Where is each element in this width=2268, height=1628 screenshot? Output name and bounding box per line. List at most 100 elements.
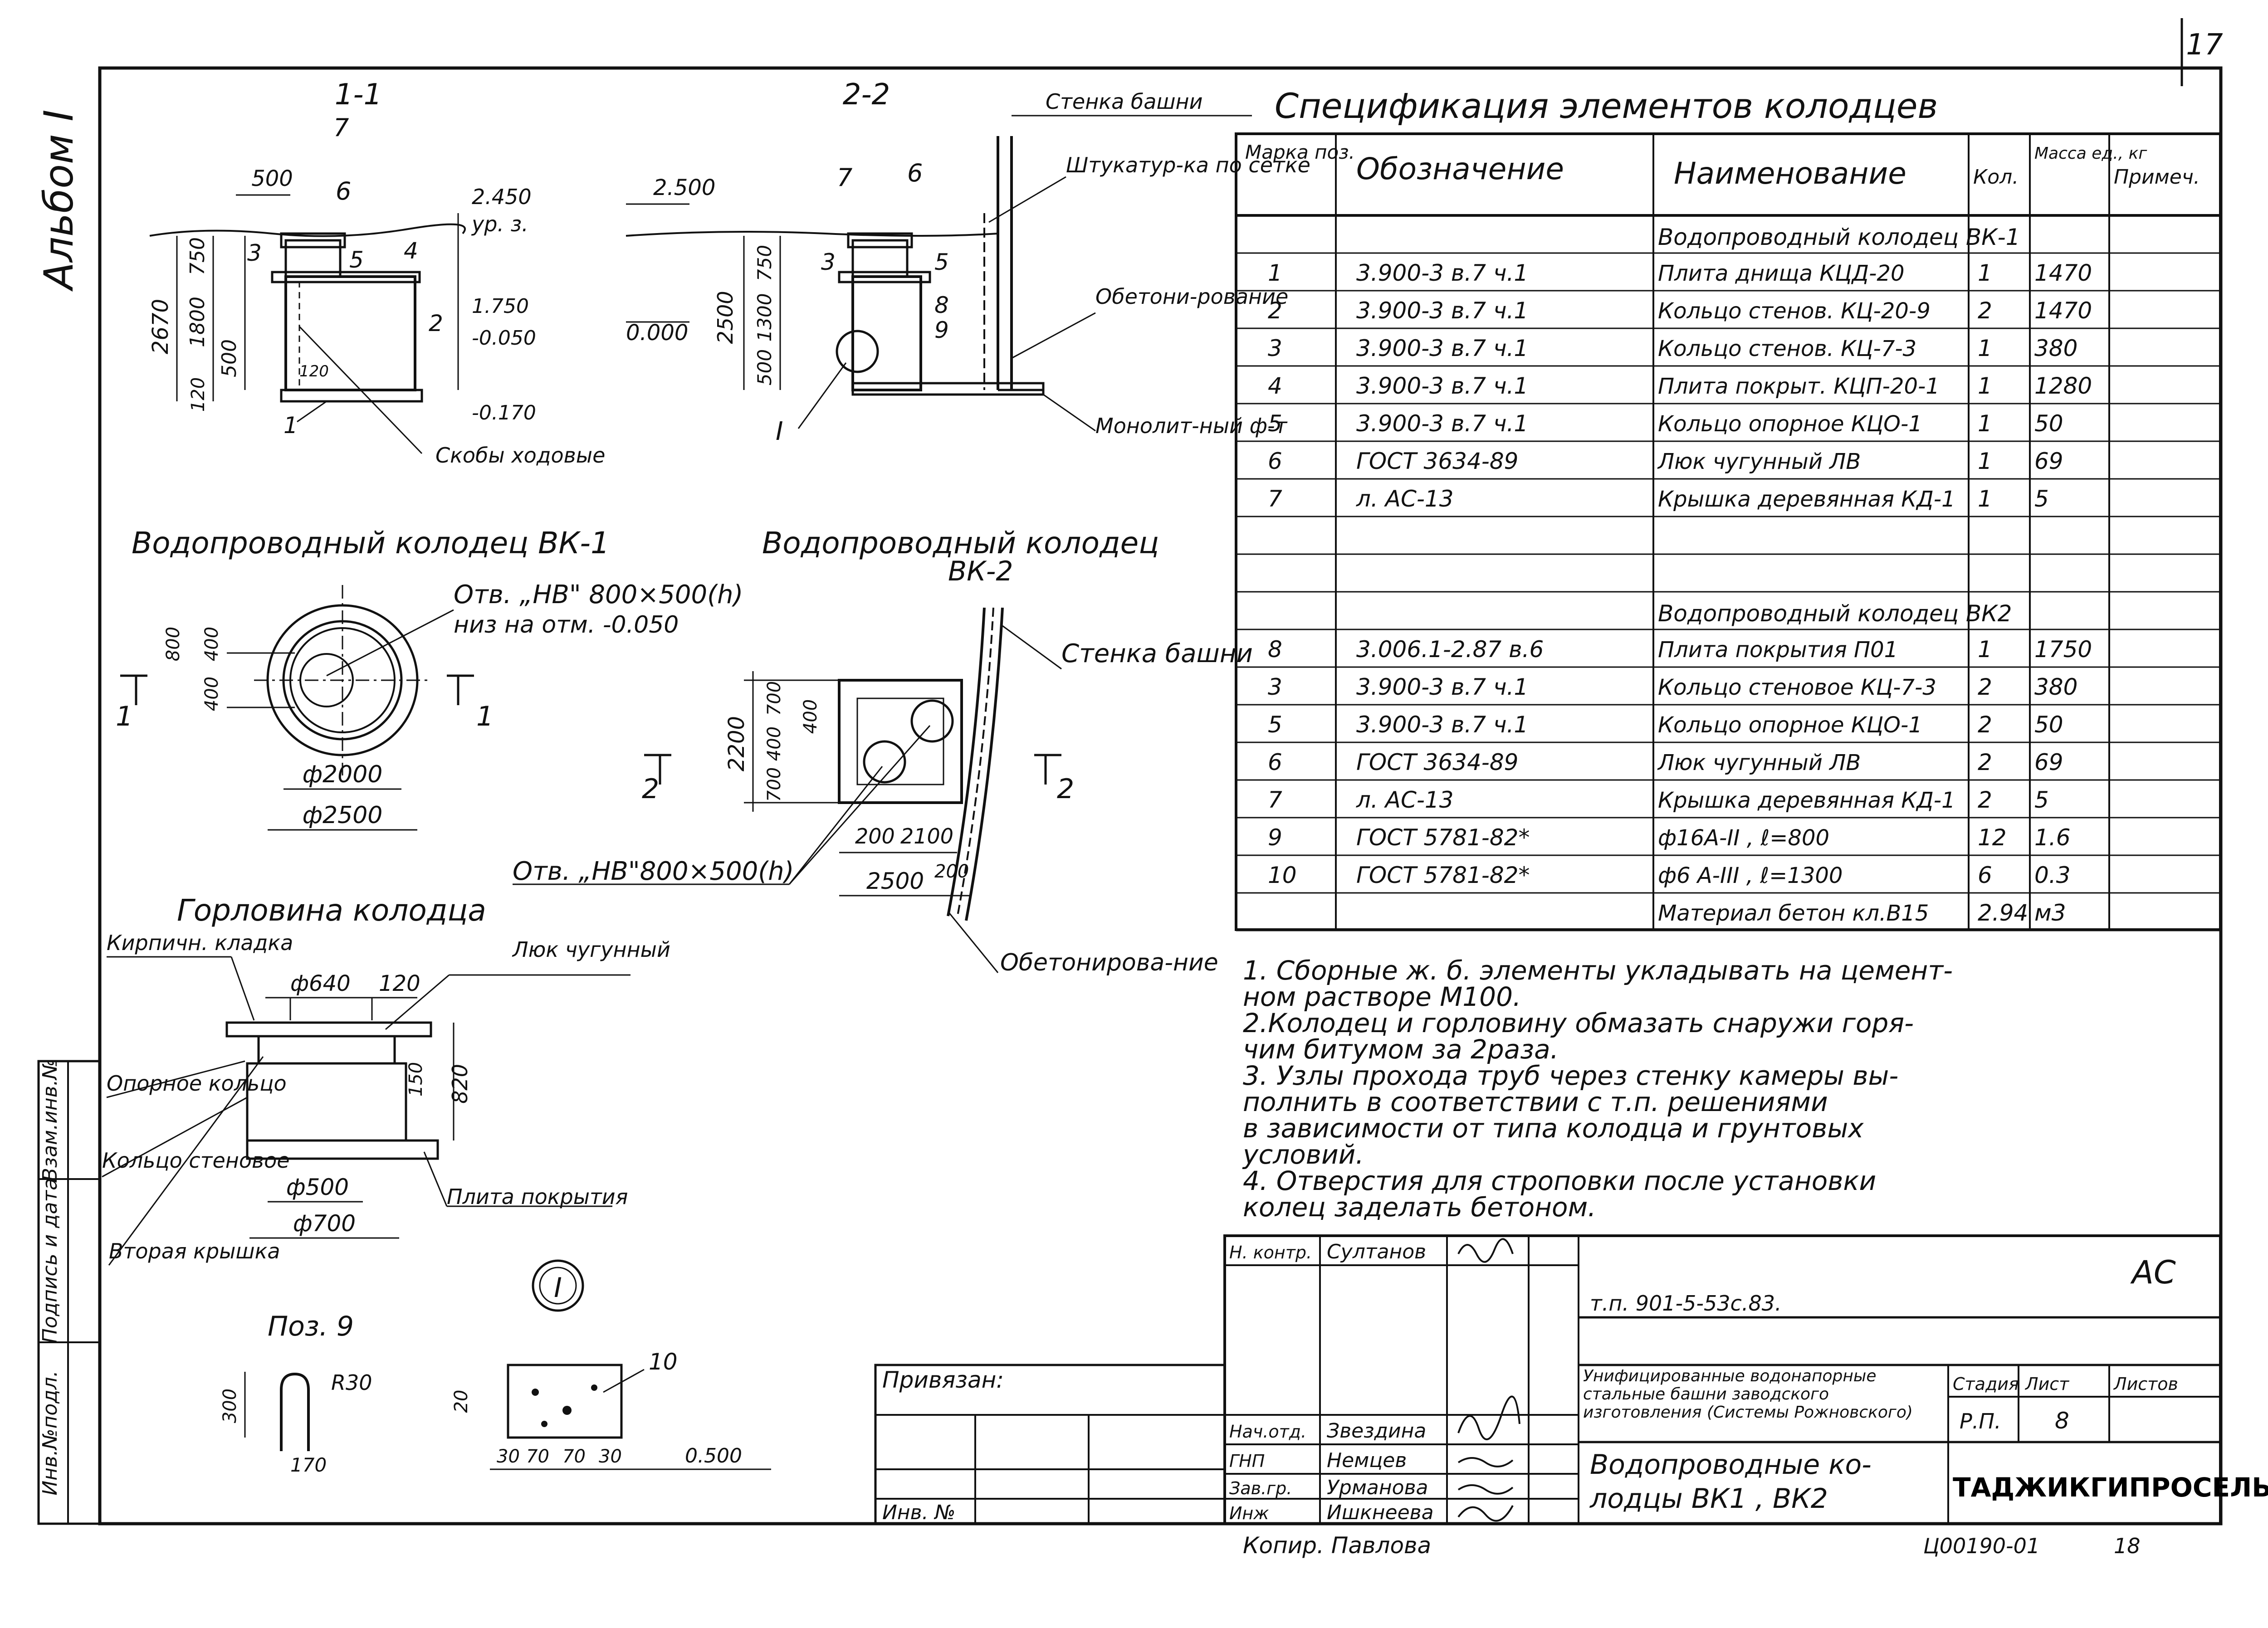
drawing-title-1: Водопроводные ко- bbox=[1590, 1449, 1872, 1481]
svg-text:2.450: 2.450 bbox=[472, 185, 532, 209]
svg-text:Кольцо стеновое: Кольцо стеновое bbox=[102, 1148, 290, 1173]
svg-text:30: 30 bbox=[599, 1446, 622, 1467]
title-block: Привязан: Инв. № Н. контр. Султанов Нач.… bbox=[874, 1234, 2268, 1559]
svg-text:Ишкнеева: Ишкнеева bbox=[1327, 1501, 1434, 1524]
spec-row-vk2-0-col2: Плита покрытия П01 bbox=[1658, 637, 1898, 663]
node-i-detail: I 10 20 30 70 70 30 0.500 bbox=[451, 1259, 771, 1470]
spec-row-vk1-6-col2: Крышка деревянная КД-1 bbox=[1658, 487, 1955, 512]
label-wall: Стенка башни bbox=[1046, 89, 1203, 114]
spec-row-vk1-2-col1: 3.900-3 в.7 ч.1 bbox=[1356, 335, 1528, 361]
svg-text:Стадия: Стадия bbox=[1953, 1374, 2019, 1394]
svg-text:Лист: Лист bbox=[2024, 1374, 2070, 1394]
svg-text:700: 700 bbox=[764, 767, 785, 802]
spec-row-vk1-0-col2: Плита днища КЦД-20 bbox=[1658, 261, 1905, 286]
spec-row-vk2-2-col4: 50 bbox=[2034, 712, 2063, 738]
svg-text:200: 200 bbox=[855, 824, 895, 848]
note-line: чим битумом за 2раза. bbox=[1243, 1034, 1559, 1065]
side-sign-label: Подпись и дата bbox=[39, 1178, 62, 1343]
svg-text:500: 500 bbox=[251, 166, 293, 191]
svg-text:-0.050: -0.050 bbox=[472, 327, 536, 350]
svg-text:120: 120 bbox=[188, 377, 209, 412]
svg-text:20: 20 bbox=[451, 1390, 472, 1413]
svg-text:8: 8 bbox=[934, 292, 949, 318]
svg-text:ГНП: ГНП bbox=[1229, 1451, 1265, 1471]
spec-row-vk2-3-col3: 2 bbox=[1978, 749, 1992, 775]
svg-text:Зав.гр.: Зав.гр. bbox=[1229, 1478, 1292, 1498]
svg-text:1: 1 bbox=[476, 701, 494, 732]
drawing-title-2: лодцы ВК1 , ВК2 bbox=[1589, 1483, 1828, 1515]
spec-row-vk1-6-col3: 1 bbox=[1978, 486, 1992, 512]
svg-text:0.000: 0.000 bbox=[626, 320, 688, 346]
spec-row-vk1-2-col4: 380 bbox=[2034, 335, 2077, 361]
spec-row-vk2-4-col0: 7 bbox=[1268, 787, 1282, 813]
organization: ТАДЖИКГИПРОСЕЛЬСТРОЙ bbox=[1953, 1472, 2268, 1503]
svg-text:Кол.: Кол. bbox=[1973, 166, 2019, 189]
copy-label: Копир. Павлова bbox=[1243, 1532, 1431, 1559]
spec-material-0-col3: 2.94 bbox=[1978, 900, 2028, 926]
spec-row-vk2-6-col1: ГОСТ 5781-82* bbox=[1356, 862, 1530, 888]
spec-row-vk2-4-col2: Крышка деревянная КД-1 bbox=[1658, 788, 1955, 813]
svg-text:R30: R30 bbox=[331, 1370, 372, 1395]
spec-row-vk1-3-col2: Плита покрыт. КЦП-20-1 bbox=[1658, 374, 1940, 399]
spec-row-vk2-0-col0: 8 bbox=[1268, 636, 1282, 663]
spec-row-vk2-2-col3: 2 bbox=[1978, 712, 1992, 738]
spec-material-0-col4: м3 bbox=[2034, 900, 2066, 926]
svg-text:500: 500 bbox=[753, 349, 776, 385]
svg-text:Р.П.: Р.П. bbox=[1960, 1409, 2001, 1433]
svg-text:6: 6 bbox=[907, 159, 923, 187]
svg-text:1: 1 bbox=[284, 412, 298, 439]
side-replace-label: Взам.инв.№ bbox=[39, 1059, 62, 1182]
svg-text:1: 1 bbox=[116, 701, 133, 732]
spec-row-vk1-4-col1: 3.900-3 в.7 ч.1 bbox=[1356, 410, 1528, 437]
spec-row-vk2-6-col4: 0.3 bbox=[2034, 862, 2071, 888]
svg-text:2500: 2500 bbox=[866, 868, 924, 894]
section-2-2: 2-2 2.500 0.000 2500 750 1300 500 7 6 3 … bbox=[626, 78, 1310, 446]
svg-text:3: 3 bbox=[821, 249, 836, 275]
spec-row-vk2-5-col3: 12 bbox=[1978, 824, 2007, 851]
spec-row-vk1-5-col1: ГОСТ 3634-89 bbox=[1356, 448, 1518, 474]
spec-row-vk1-3-col4: 1280 bbox=[2034, 373, 2092, 399]
svg-text:Марка поз.: Марка поз. bbox=[1245, 141, 1355, 163]
spec-row-vk1-3-col1: 3.900-3 в.7 ч.1 bbox=[1356, 373, 1528, 399]
svg-text:2200: 2200 bbox=[724, 716, 749, 771]
spec-row-vk2-5-col4: 1.6 bbox=[2034, 824, 2071, 851]
spec-row-vk1-4-col0: 5 bbox=[1268, 410, 1282, 437]
svg-text:ф2000: ф2000 bbox=[303, 761, 383, 788]
svg-text:6: 6 bbox=[336, 177, 351, 205]
spec-row-vk2-1-col2: Кольцо стеновое КЦ-7-3 bbox=[1658, 675, 1936, 700]
note-line: 3. Узлы прохода труб через стенку камеры… bbox=[1243, 1060, 1898, 1091]
note-line: 2.Колодец и горловину обмазать снаружи г… bbox=[1243, 1008, 1914, 1038]
note-line: 4. Отверстия для строповки после установ… bbox=[1243, 1165, 1876, 1196]
spec-material-0-col2: Материал бетон кл.В15 bbox=[1658, 901, 1929, 926]
svg-text:400: 400 bbox=[201, 677, 222, 711]
spec-row-vk2-1-col0: 3 bbox=[1268, 674, 1282, 700]
svg-text:3: 3 bbox=[247, 240, 262, 266]
spec-row-vk2-2-col2: Кольцо опорное КЦО-1 bbox=[1658, 712, 1922, 738]
side-inv-label: Инв.№подл. bbox=[39, 1370, 62, 1496]
svg-text:700: 700 bbox=[764, 681, 785, 716]
inv-label: Инв. № bbox=[882, 1501, 955, 1524]
spec-row-vk2-1-col4: 380 bbox=[2034, 674, 2077, 700]
svg-text:Люк чугунный: Люк чугунный bbox=[512, 937, 670, 962]
spec-row-vk1-3-col3: 1 bbox=[1978, 373, 1992, 399]
section-1-1: 1-1 2670 750 1800 500 120 500 2.450 ур. … bbox=[148, 78, 605, 468]
svg-text:2670: 2670 bbox=[148, 299, 173, 354]
svg-text:I: I bbox=[776, 417, 783, 446]
spec-row-vk2-4-col4: 5 bbox=[2034, 787, 2049, 813]
plan-vk2: Водопроводный колодец ВК-2 Стенка башни … bbox=[513, 526, 1253, 976]
spec-row-vk2-4-col3: 2 bbox=[1978, 787, 1992, 813]
notes-block: 1. Сборные ж. б. элементы укладывать на … bbox=[1242, 955, 1953, 1223]
svg-text:120: 120 bbox=[379, 971, 420, 996]
project-title: Унифицированные водонапорные стальные ба… bbox=[1583, 1367, 1913, 1422]
svg-text:2100: 2100 bbox=[900, 824, 953, 848]
plan-vk2-wall-1: Стенка башни bbox=[1061, 639, 1253, 668]
svg-text:1800: 1800 bbox=[186, 297, 209, 347]
svg-text:8: 8 bbox=[2055, 1408, 2069, 1434]
spec-row-vk1-1-col2: Кольцо стенов. КЦ-20-9 bbox=[1658, 298, 1931, 324]
spec-row-vk2-5-col2: ф16А-II , ℓ=800 bbox=[1658, 825, 1829, 851]
spec-row-vk2-3-col0: 6 bbox=[1268, 749, 1282, 775]
spec-row-vk1-6-col1: л. АС-13 bbox=[1356, 486, 1454, 512]
neck-detail: Горловина колодца ф640 120 150 820 ф500 … bbox=[102, 893, 670, 1266]
spec-row-vk2-2-col1: 3.900-3 в.7 ч.1 bbox=[1356, 712, 1528, 738]
label-concrete-1: Обетони-рование bbox=[1095, 284, 1288, 309]
